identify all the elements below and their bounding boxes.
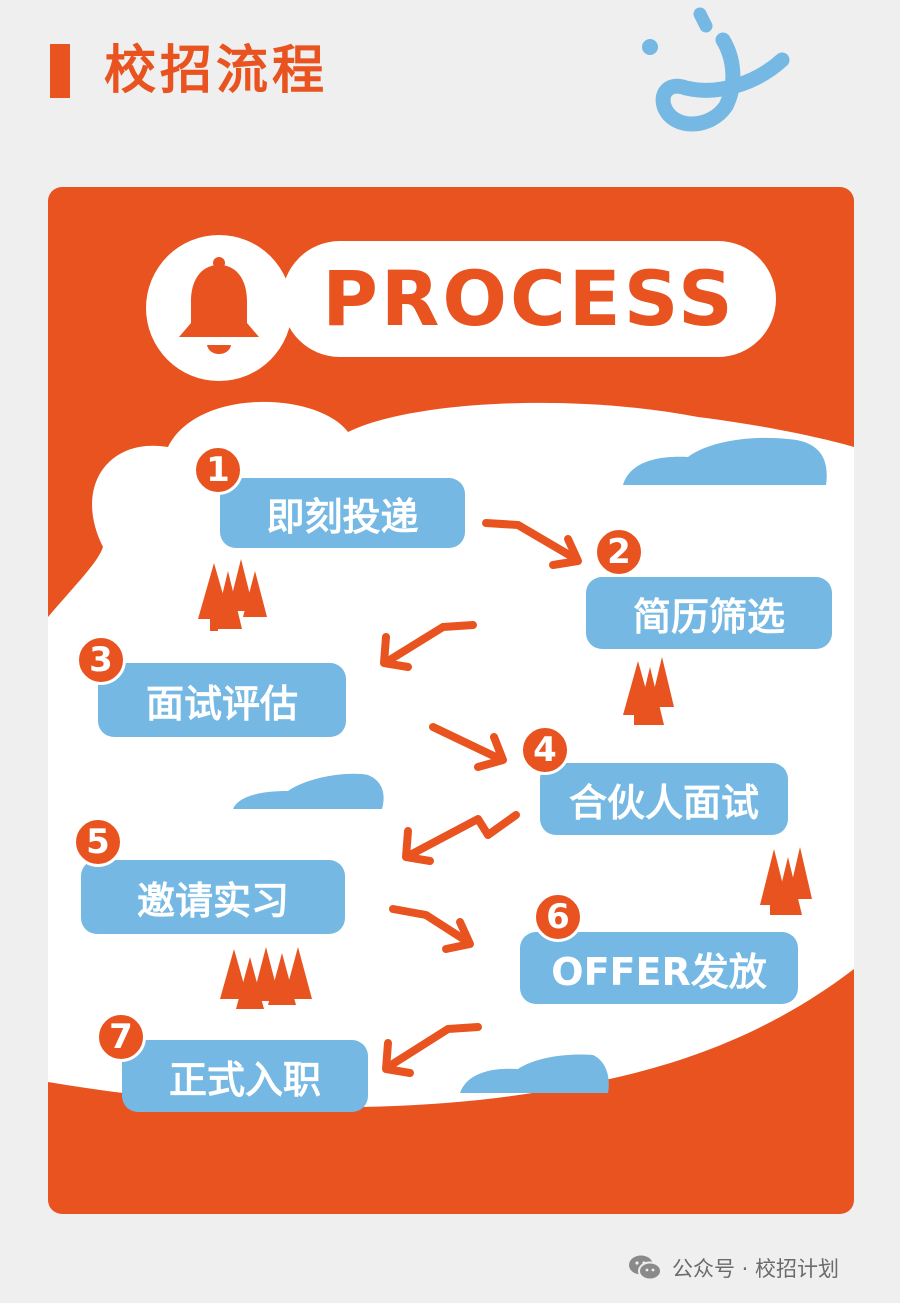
step-number: 6 xyxy=(533,892,583,942)
step-number: 1 xyxy=(193,445,243,495)
arrow-4-5 xyxy=(406,811,520,859)
arrow-5-6-head xyxy=(442,918,474,953)
arrow-5-6 xyxy=(389,905,472,946)
footer-source: 公众号 · 校招计划 xyxy=(628,1248,839,1288)
arrow-4-5-head xyxy=(402,827,434,865)
small-cloud-icon xyxy=(233,773,384,809)
footer-source-text: 公众号 · 校招计划 xyxy=(672,1257,840,1281)
title-accent-bar xyxy=(50,44,70,98)
step-number: 5 xyxy=(73,817,123,867)
arrow-2-3 xyxy=(384,621,477,665)
process-label: PROCESS xyxy=(322,254,736,343)
bell-badge xyxy=(146,235,292,381)
arrow-6-7 xyxy=(384,1023,482,1071)
trees-1 xyxy=(198,559,267,629)
arrow-6-7-head xyxy=(382,1039,414,1077)
step-number: 4 xyxy=(520,725,570,775)
trees-2 xyxy=(623,657,674,725)
smile-logo-icon xyxy=(642,7,790,132)
step-label: 正式入职 xyxy=(122,1040,368,1112)
step-label: 简历筛选 xyxy=(586,577,832,649)
arrow-1-2 xyxy=(482,519,580,563)
decorations xyxy=(198,437,827,1093)
step-number: 7 xyxy=(96,1012,146,1062)
wechat-icon xyxy=(629,1255,662,1281)
step-label: 邀请实习 xyxy=(81,860,345,934)
arrow-3-4-head xyxy=(474,733,507,771)
step-label: OFFER发放 xyxy=(520,932,798,1004)
step-label: 面试评估 xyxy=(98,663,346,737)
arrow-3-4 xyxy=(429,723,504,763)
step-number: 2 xyxy=(594,527,644,577)
step-label: 即刻投递 xyxy=(220,478,465,548)
step-label: 合伙人面试 xyxy=(540,763,788,835)
step-number: 3 xyxy=(76,635,126,685)
process-banner: PROCESS xyxy=(282,241,776,357)
small-cloud-icon xyxy=(623,437,827,485)
arrow-1-2-head xyxy=(549,535,582,569)
small-cloud-icon xyxy=(460,1054,609,1093)
process-card: PROCESS xyxy=(48,187,854,1214)
page-title: 校招流程 xyxy=(104,41,329,101)
bell-icon xyxy=(179,257,259,354)
trees-3 xyxy=(760,847,812,915)
arrow-2-3-head xyxy=(380,633,412,671)
trees-4 xyxy=(220,947,312,1009)
